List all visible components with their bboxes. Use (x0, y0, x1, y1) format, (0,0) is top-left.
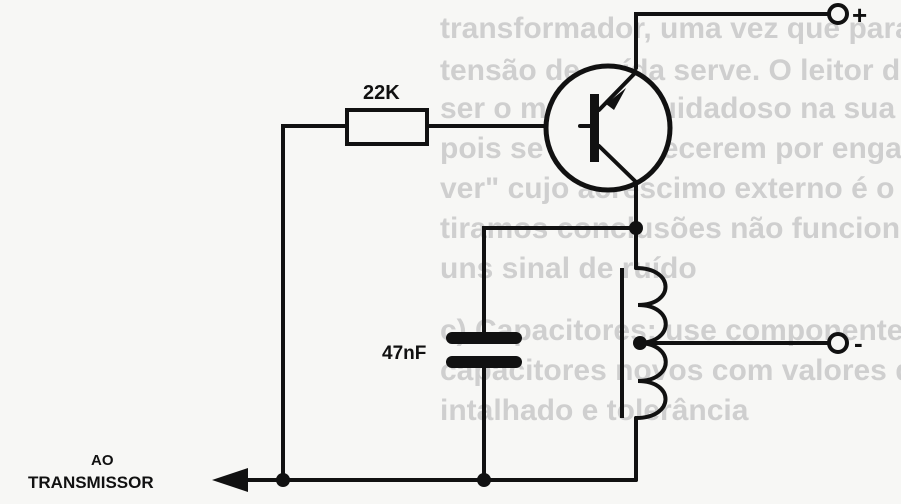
resistor-body (345, 108, 429, 146)
transistor-envelope (543, 63, 673, 193)
junction-dot (276, 473, 290, 487)
transistor (543, 63, 673, 193)
terminal-circle (827, 332, 849, 354)
output-arrow-icon (212, 468, 248, 492)
transistor-collector-lead (597, 70, 638, 112)
terminal-circle (827, 3, 849, 25)
transistor-base-bar (590, 94, 599, 162)
output-label-line2: TRANSMISSOR (28, 473, 154, 492)
terminal-minus: - (827, 328, 863, 358)
wires (238, 12, 832, 482)
bg-text-line: uns sinal de ruído (440, 252, 697, 285)
bg-text-line: intalhado e tolerância (440, 394, 749, 427)
capacitor-47nf: 47nF (382, 332, 522, 368)
junction-dot (629, 221, 643, 235)
transistor-emitter-lead (597, 144, 638, 184)
plus-label: + (852, 0, 867, 30)
bg-text-line: ver" cujo acréscimo externo é o mesmo, e (440, 172, 901, 205)
output-label-line1: AO (91, 452, 114, 469)
junction-dot (477, 473, 491, 487)
wire-left-vertical (281, 124, 349, 482)
wire-collector-to-plus (634, 12, 832, 70)
junction-dot (633, 336, 647, 350)
resistor-label: 22K (363, 82, 400, 104)
output-to-transmitter: AO TRANSMISSOR (28, 452, 248, 492)
bg-text-line: transformador, uma vez que para dado (440, 12, 901, 45)
bg-text-line: tensão de saída serve. O leitor deve (440, 54, 901, 87)
terminal-plus: + (827, 0, 867, 30)
resistor-22k: 22K (345, 82, 429, 146)
wire-junction-to-capacitor (482, 226, 638, 334)
capacitor-label: 47nF (382, 343, 426, 364)
transistor-arrow-icon (606, 88, 626, 110)
junction-dots (276, 221, 647, 487)
minus-label: - (854, 328, 863, 358)
